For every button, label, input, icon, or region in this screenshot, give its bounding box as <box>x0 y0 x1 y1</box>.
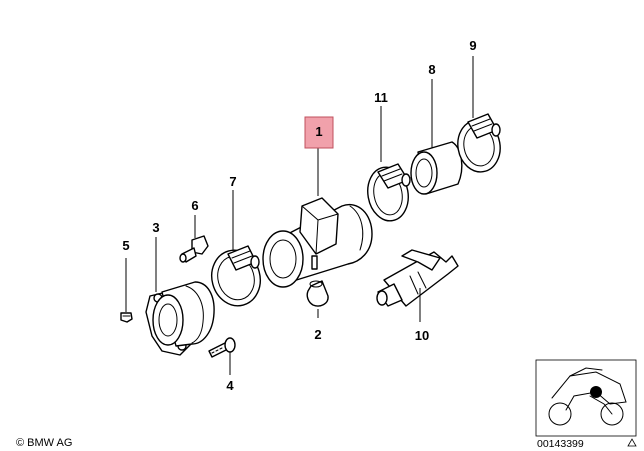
callout-10[interactable]: 10 <box>415 328 429 343</box>
copyright-label: © BMW AG <box>16 437 72 449</box>
callout-9[interactable]: 9 <box>469 38 476 53</box>
callout-8[interactable]: 8 <box>428 62 435 77</box>
part-11-hose-clamp[interactable] <box>364 163 413 224</box>
part-1-throttle-housing[interactable] <box>262 197 373 288</box>
leader-lines <box>125 56 474 375</box>
part-4-bolt[interactable] <box>208 337 236 358</box>
triangle-icon <box>627 438 637 447</box>
part-10-injection-valve[interactable] <box>376 249 459 307</box>
diagram-ref-number: 00143399 <box>537 438 584 450</box>
callout-6[interactable]: 6 <box>191 198 198 213</box>
part-7-hose-clamp[interactable] <box>206 245 267 312</box>
motorcycle-icon <box>548 367 627 426</box>
callout-2[interactable]: 2 <box>314 327 321 342</box>
part-2-rubber-cap[interactable] <box>306 280 329 307</box>
part-5-screw[interactable] <box>120 312 133 323</box>
callout-5[interactable]: 5 <box>122 238 129 253</box>
part-9-hose-clamp[interactable] <box>454 113 504 175</box>
callout-11[interactable]: 11 <box>374 90 388 105</box>
callout-7[interactable]: 7 <box>229 174 236 189</box>
thumbnail-panel <box>535 359 637 437</box>
callout-4[interactable]: 4 <box>226 378 234 393</box>
part-3-intake-flange[interactable] <box>145 281 215 356</box>
callout-1-highlight <box>304 116 334 149</box>
callout-1[interactable]: 1 <box>315 124 322 139</box>
part-8-sleeve[interactable] <box>410 141 463 195</box>
callout-3[interactable]: 3 <box>152 220 159 235</box>
part-6-nipple[interactable] <box>179 235 209 263</box>
